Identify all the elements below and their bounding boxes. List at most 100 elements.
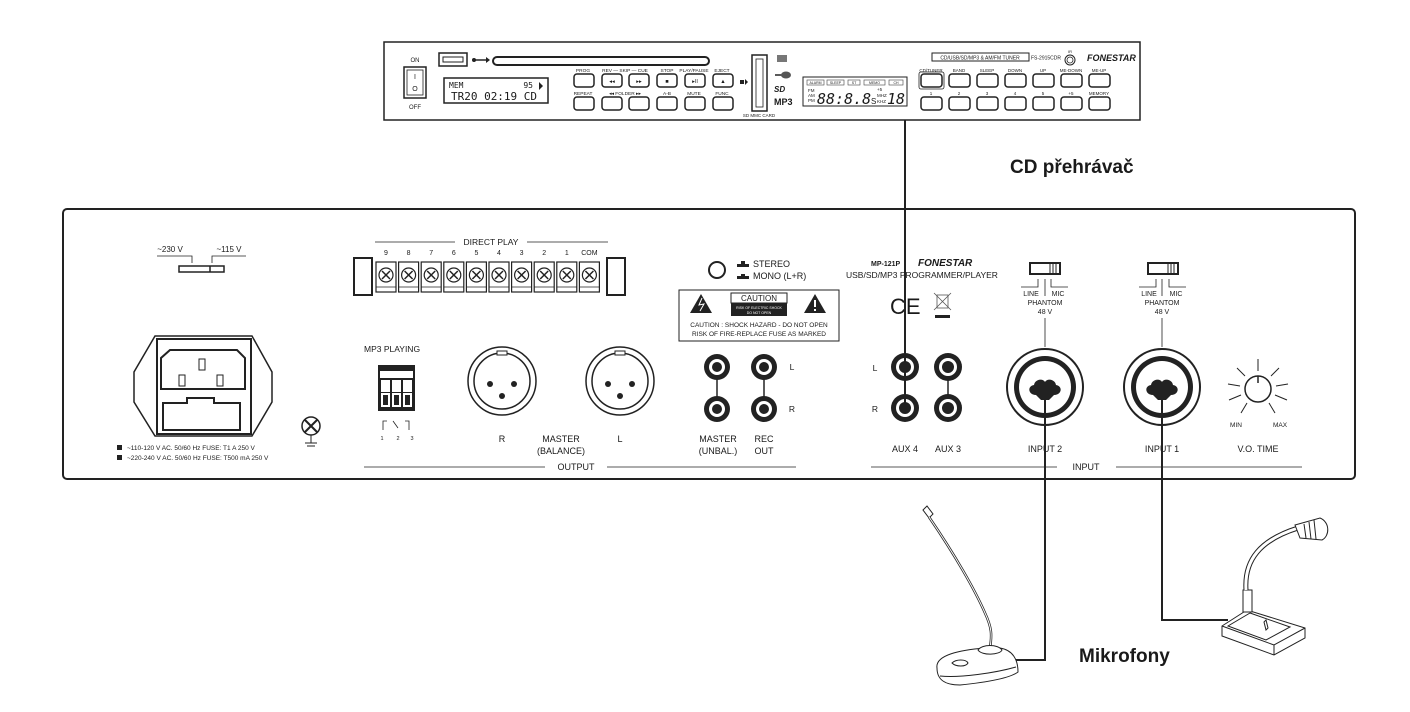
lcd-display (443, 77, 549, 104)
cd-transport-button[interactable] (712, 73, 734, 88)
tuner-bottom-label: 3 (986, 91, 989, 96)
tuner-button[interactable] (1004, 73, 1027, 88)
input1-line-label: LINE (1141, 291, 1157, 298)
rca-r-label: R (789, 404, 795, 414)
power-switch[interactable] (403, 66, 427, 99)
cd-bottom-label: REPEAT (574, 91, 593, 97)
tuner-s: S (871, 97, 876, 106)
xlr-output-r[interactable] (467, 346, 537, 416)
master-balance-label-2: (BALANCE) (537, 446, 585, 456)
tuner-number-button[interactable] (1060, 96, 1083, 111)
tuner-bottom-label: 4 (1014, 91, 1017, 96)
usb-logo-icon (775, 71, 791, 79)
cd-function-button[interactable] (628, 96, 650, 111)
tuner-top-label: DOWN (1008, 68, 1022, 73)
rca-l-label: L (790, 362, 795, 372)
xlr-l-label: L (617, 434, 622, 444)
usb-icon (472, 57, 490, 63)
tuner-button[interactable] (1032, 73, 1055, 88)
vo-time-knob[interactable] (1227, 359, 1289, 414)
stereo-mono-switch[interactable] (708, 261, 726, 279)
cd-transport-button[interactable] (628, 73, 650, 88)
input1-phantom-label: PHANTOM (1145, 300, 1180, 307)
tuner-bottom-label: +5 (1068, 91, 1074, 96)
cd-transport-button[interactable] (656, 73, 678, 88)
rca-master-r[interactable] (704, 396, 730, 422)
lcd-line2: TR20 02:19 CD (451, 90, 537, 103)
vo-time-label: V.O. TIME (1237, 444, 1278, 454)
rca-master-l[interactable] (704, 354, 730, 380)
rca-aux3-r[interactable] (934, 394, 962, 422)
tuner-number-button[interactable] (1004, 96, 1027, 111)
input-section-title: INPUT (1073, 462, 1101, 472)
caution-title: CAUTION (741, 294, 777, 303)
tuner-button[interactable] (1088, 73, 1111, 88)
power-inlet[interactable] (133, 335, 273, 437)
input1-combo-jack[interactable] (1123, 348, 1201, 426)
relay-contact-icon (382, 420, 410, 430)
rec-out-label-1: REC (754, 434, 774, 444)
tuner-button[interactable] (948, 73, 971, 88)
tuner-number-button[interactable] (976, 96, 999, 111)
vo-max-label: MAX (1273, 422, 1288, 429)
mp3-playing-terminal[interactable] (378, 365, 415, 411)
tuner-top-label: ME-DOWN (1060, 68, 1083, 73)
model-box-label: CD/USB/SD/MP3 & AM/FM TUNER (940, 56, 1020, 62)
tuner-number-button[interactable] (1032, 96, 1055, 111)
rear-brand-logo: FONESTAR (918, 258, 973, 269)
lcd-line1-right: 95 (523, 81, 533, 90)
direct-play-terminal-label: 3 (520, 250, 524, 257)
relay-pin-2: 2 (396, 436, 399, 442)
cd-transport-button[interactable] (684, 73, 706, 88)
fuse-holder[interactable] (162, 397, 241, 431)
direct-play-terminal-label: COM (581, 250, 598, 257)
unit-mhz: MHZ (877, 93, 887, 98)
rca-aux3-l[interactable] (934, 353, 962, 381)
direct-play-terminal-label: 6 (452, 250, 456, 257)
rca-rec-r[interactable] (751, 396, 777, 422)
tuner-top-label: UP (1040, 68, 1046, 73)
cd-function-button[interactable] (601, 96, 623, 111)
tuner-button[interactable] (1060, 73, 1083, 88)
cd-function-button[interactable] (573, 96, 595, 111)
cd-bottom-label: MUTE (687, 91, 701, 97)
input2-mic-label: MIC (1052, 291, 1065, 298)
stereo-label: STEREO (753, 259, 790, 269)
voltage-selector-switch[interactable] (178, 265, 225, 273)
input2-line-mic-switch[interactable] (1029, 262, 1061, 275)
rca-rec-l[interactable] (751, 354, 777, 380)
disc-slot[interactable] (492, 56, 710, 66)
cd-transport-button[interactable] (573, 73, 595, 88)
sd-card-label: SD MMC CARD (743, 113, 776, 118)
cables (904, 120, 1228, 661)
cd-function-button[interactable] (712, 96, 734, 111)
xlr-output-l[interactable] (585, 346, 655, 416)
cd-transport-button[interactable] (601, 73, 623, 88)
tuner-number-button[interactable] (920, 96, 943, 111)
direct-play-terminal-label: 5 (474, 250, 478, 257)
input2-combo-jack[interactable] (1006, 348, 1084, 426)
tuner-button[interactable] (920, 73, 943, 88)
cd-logo-icon (777, 55, 787, 62)
input1-line-mic-switch[interactable] (1147, 262, 1179, 275)
band-am: AM (808, 93, 815, 98)
cd-function-button[interactable] (656, 96, 678, 111)
tuner-button[interactable] (976, 73, 999, 88)
master-unbal-label-1: MASTER (699, 434, 737, 444)
sd-card-slot[interactable] (751, 54, 768, 112)
cd-function-button[interactable] (684, 96, 706, 111)
cd-brand-logo: FONESTAR (1087, 53, 1136, 63)
sd-logo-icon: SD (774, 85, 785, 94)
output-section-title: OUTPUT (558, 462, 596, 472)
direct-play-terminal-label: 4 (497, 250, 501, 257)
caution-sub2: DO NOT OPEN (747, 311, 772, 315)
ir-label: IR (1068, 49, 1072, 54)
tuner-number-button[interactable] (1088, 96, 1111, 111)
mic-input2-cable (1012, 392, 1046, 661)
tuner-number-button[interactable] (948, 96, 971, 111)
direct-play-terminal-label: 9 (384, 250, 388, 257)
tuner-indicator: SLEEP (830, 81, 842, 85)
cd-top-label: PROG (576, 68, 590, 74)
caution-line2: RISK OF FIRE-REPLACE FUSE AS MARKED (692, 331, 826, 338)
